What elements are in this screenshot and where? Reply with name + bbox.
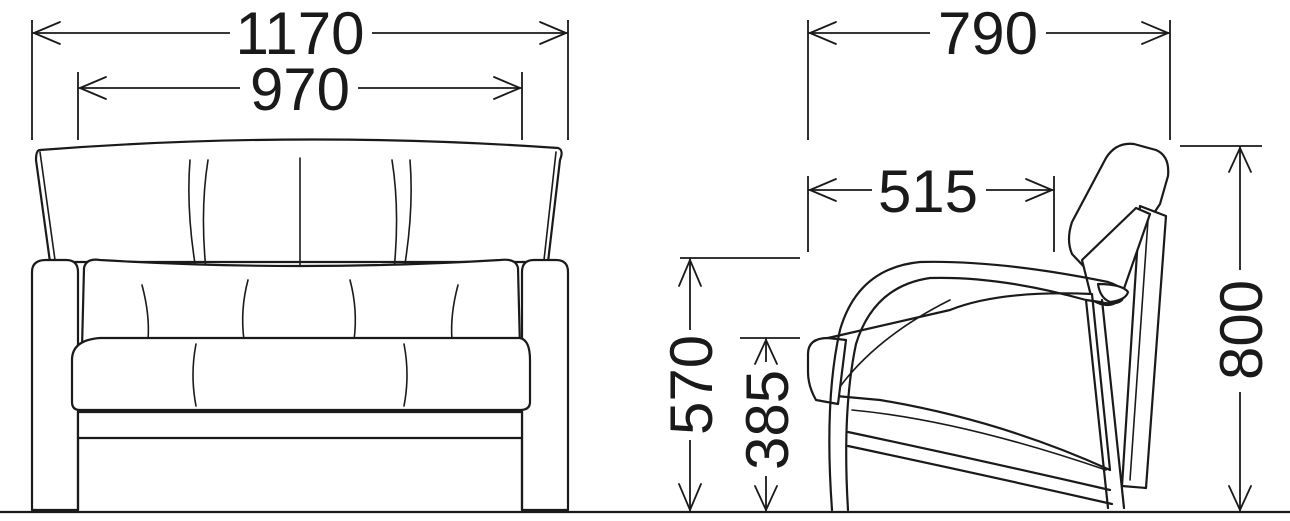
dimension-overall-depth: 790 xyxy=(807,0,1171,140)
dimension-overall-height: 800 xyxy=(1180,145,1275,512)
dimension-seat-depth: 515 xyxy=(807,158,1055,252)
dimension-seat-height: 385 xyxy=(734,337,801,512)
sofa-front-view xyxy=(30,138,570,512)
dimension-inner-width: 970 xyxy=(77,56,523,140)
dimension-label-970: 970 xyxy=(250,56,350,123)
dimension-label-800: 800 xyxy=(1208,280,1275,380)
dimension-label-515: 515 xyxy=(878,158,978,225)
dimension-label-385: 385 xyxy=(734,370,801,470)
dimension-overall-width: 1170 xyxy=(31,0,569,140)
dimension-label-790: 790 xyxy=(938,0,1038,67)
dimension-label-570: 570 xyxy=(658,335,725,435)
sofa-side-view xyxy=(806,142,1170,512)
dimension-label-1170: 1170 xyxy=(235,0,364,67)
dimension-arm-height: 570 xyxy=(658,257,800,512)
